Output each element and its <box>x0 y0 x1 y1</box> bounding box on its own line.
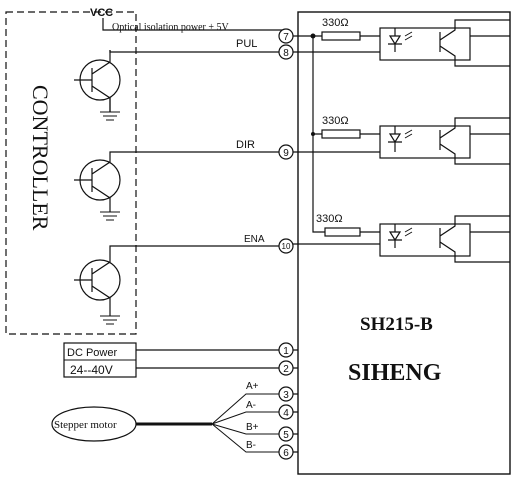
driver-model: SH215-B <box>360 314 433 335</box>
svg-text:1: 1 <box>283 346 289 357</box>
dc-power-wires <box>136 349 280 369</box>
optocoupler-2 <box>379 117 510 165</box>
terminal-7: 7 <box>278 28 294 44</box>
svg-text:9: 9 <box>283 148 289 159</box>
resistor-3: 330Ω <box>316 213 361 237</box>
vcc-wire <box>102 18 283 31</box>
dir-label: DIR <box>236 139 255 151</box>
phase-a-plus-label: A+ <box>246 381 259 392</box>
svg-text:4: 4 <box>283 408 289 419</box>
resistor-2: 330Ω <box>321 115 361 139</box>
terminal-3: 3 <box>278 386 294 402</box>
resistor-1-label: 330Ω <box>322 17 349 29</box>
power-bus <box>312 36 325 233</box>
svg-text:10: 10 <box>282 242 291 251</box>
terminal-10: 10 <box>278 238 294 254</box>
controller-box <box>5 11 137 335</box>
ena-label: ENA <box>244 234 265 245</box>
pul-label: PUL <box>236 38 257 50</box>
stepper-motor-label: Stepper motor <box>54 419 117 431</box>
transistor-ena <box>74 245 283 325</box>
svg-text:3: 3 <box>283 390 289 401</box>
power-label: Optical isolation power + 5V <box>112 22 230 33</box>
resistor-3-label: 330Ω <box>316 213 343 225</box>
dc-power-range: 24--40V <box>70 363 113 377</box>
terminal-5: 5 <box>278 426 294 442</box>
terminal-2: 2 <box>278 360 294 376</box>
svg-text:5: 5 <box>283 430 289 441</box>
vcc-label: VCC <box>90 7 113 19</box>
transistor-pul <box>74 50 283 121</box>
transistor-dir <box>74 151 283 221</box>
driver-brand: SIHENG <box>348 360 442 386</box>
svg-text:8: 8 <box>283 48 289 59</box>
resistor-2-label: 330Ω <box>322 115 349 127</box>
driver-box <box>297 11 511 475</box>
phase-b-minus-label: B- <box>246 440 256 451</box>
optocoupler-3 <box>379 215 510 263</box>
svg-text:6: 6 <box>283 448 289 459</box>
terminal-1: 1 <box>278 342 294 358</box>
terminal-9: 9 <box>278 144 294 160</box>
svg-text:2: 2 <box>283 364 289 375</box>
terminal-4: 4 <box>278 404 294 420</box>
motor-phase-wires <box>211 393 280 453</box>
terminal-8: 8 <box>278 44 294 60</box>
controller-label: CONTROLLER <box>28 85 53 231</box>
svg-text:7: 7 <box>283 32 289 43</box>
resistor-1: 330Ω <box>321 17 361 41</box>
dc-power-label: DC Power <box>67 347 117 359</box>
terminal-6: 6 <box>278 444 294 460</box>
phase-b-plus-label: B+ <box>246 422 259 433</box>
optocoupler-1 <box>379 19 510 67</box>
phase-a-minus-label: A- <box>246 400 256 411</box>
